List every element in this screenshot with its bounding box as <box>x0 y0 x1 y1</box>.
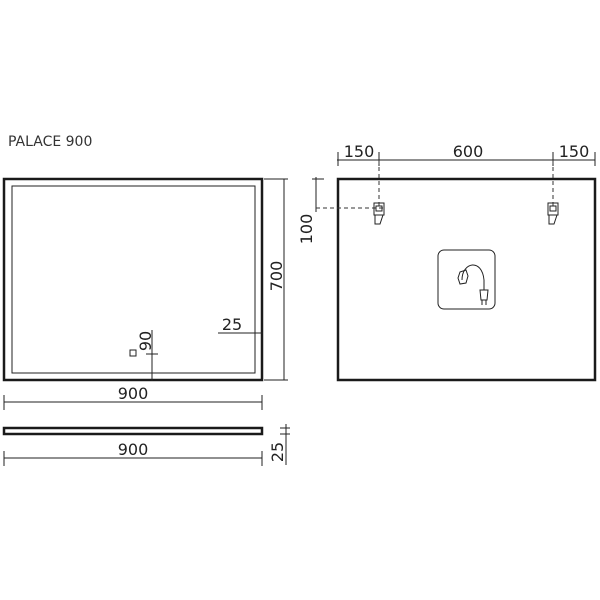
inset-label: 25 <box>222 315 242 334</box>
wall-bracket-icon <box>547 202 559 225</box>
mirror-profile <box>2 426 264 436</box>
switch-offset-label: 90 <box>136 331 155 351</box>
mirror-back-outline <box>336 177 597 382</box>
front-view: 700 25 90 900 <box>2 177 288 410</box>
back-view: 150 600 150 100 <box>297 142 597 382</box>
power-plug-icon <box>437 249 496 310</box>
bracket-spacing-label: 600 <box>453 142 484 161</box>
touch-switch-icon <box>129 349 137 357</box>
mirror-outline <box>2 177 264 382</box>
width-label: 900 <box>118 384 149 403</box>
height-label: 700 <box>267 261 286 292</box>
top-offset-label: 100 <box>297 214 316 245</box>
wall-bracket-icon <box>373 202 385 225</box>
depth-label: 25 <box>268 442 287 462</box>
side-view: 900 25 <box>2 424 290 466</box>
led-frame <box>11 185 256 374</box>
left-offset-label: 150 <box>344 142 375 161</box>
product-title: PALACE 900 <box>8 134 92 150</box>
side-width-label: 900 <box>118 440 149 459</box>
right-offset-label: 150 <box>559 142 590 161</box>
